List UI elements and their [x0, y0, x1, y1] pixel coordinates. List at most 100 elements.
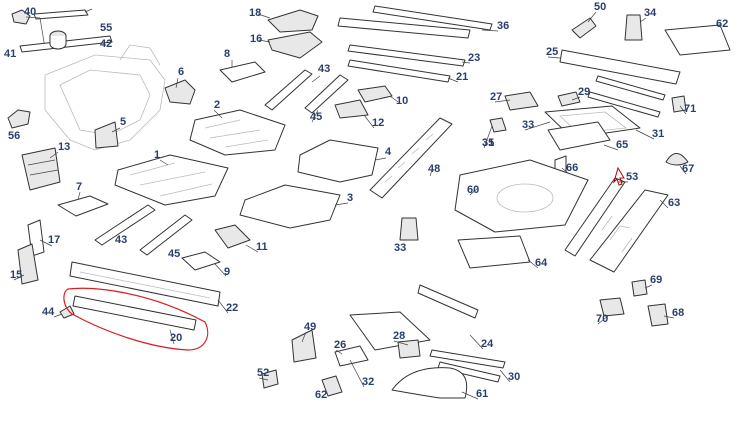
- callout-label: 3: [347, 192, 353, 204]
- part-52-clip[interactable]: [261, 369, 279, 389]
- callout-label: 44: [42, 306, 55, 318]
- part-10-bracket[interactable]: [357, 85, 393, 103]
- part-20-highlight: [63, 287, 209, 351]
- part-34-bumper[interactable]: [399, 14, 643, 241]
- callout-label: 17: [48, 234, 60, 246]
- callout-label: 25: [546, 46, 558, 58]
- callout-label: 9: [224, 266, 230, 278]
- callout-label: 10: [396, 95, 408, 107]
- part-40-bracket[interactable]: [11, 8, 93, 49]
- part-25-rail[interactable]: [559, 49, 681, 85]
- part-70-bracket[interactable]: [599, 297, 625, 317]
- callout-label: 64: [535, 257, 548, 269]
- part-24-rail[interactable]: [417, 284, 479, 319]
- callout-label: 42: [100, 38, 112, 50]
- callout-label: 67: [682, 163, 694, 175]
- part-29-bracket[interactable]: [557, 91, 581, 107]
- leader-lines: [13, 11, 687, 400]
- part-60-spare-well[interactable]: [454, 159, 589, 233]
- part-63-rear-panel[interactable]: [589, 189, 669, 273]
- callout-label: 20: [170, 332, 182, 344]
- part-48-crossmember[interactable]: [369, 117, 453, 199]
- part-7-plate[interactable]: [57, 195, 109, 217]
- part-6-panel[interactable]: [164, 79, 196, 105]
- callout-label: 41: [4, 48, 16, 60]
- callout-label: 12: [372, 117, 384, 129]
- callout-label: 33: [394, 242, 406, 254]
- part-67-cap[interactable]: [665, 153, 689, 166]
- callout-label: 48: [428, 163, 440, 175]
- callout-label: 68: [672, 307, 684, 319]
- callout-label: 29: [578, 86, 590, 98]
- part-11-bracket[interactable]: [214, 224, 251, 249]
- part-23-rail[interactable]: [347, 44, 466, 67]
- callout-label: 63: [668, 197, 680, 209]
- part-16-panel[interactable]: [267, 31, 323, 59]
- callout-label: 36: [497, 20, 509, 32]
- callout-label: 21: [456, 71, 468, 83]
- callout-label: 6: [178, 66, 184, 78]
- callout-label: 13: [58, 141, 70, 153]
- part-71-bracket[interactable]: [671, 95, 687, 113]
- part-49-panel[interactable]: [291, 329, 317, 363]
- part-64-tray[interactable]: [457, 235, 531, 269]
- callout-label: 11: [256, 241, 268, 253]
- part-12-bracket[interactable]: [334, 99, 369, 119]
- part-20-rail[interactable]: [72, 295, 197, 331]
- part-9-bracket[interactable]: [181, 251, 221, 271]
- part-13-panel[interactable]: [21, 147, 61, 191]
- callout-label: 1: [154, 149, 160, 161]
- callout-label: 40: [24, 6, 36, 18]
- part-30-rail[interactable]: [429, 349, 506, 383]
- ghost-body-outline: [44, 44, 166, 151]
- part-18-panel[interactable]: [267, 9, 319, 33]
- callout-label: 43: [115, 234, 127, 246]
- callout-label: 31: [482, 137, 494, 149]
- part-rear-rails[interactable]: [587, 75, 666, 118]
- callout-label: 45: [310, 111, 322, 123]
- callout-label: 34: [644, 7, 657, 19]
- part-56-bracket[interactable]: [7, 109, 31, 129]
- part-8-plate[interactable]: [219, 61, 266, 83]
- callout-label: 5: [120, 116, 126, 128]
- part-4-floor-panel[interactable]: [297, 139, 379, 183]
- callout-label: 2: [214, 99, 220, 111]
- part-61-panel[interactable]: [391, 367, 468, 399]
- part-69-bracket[interactable]: [631, 279, 648, 297]
- part-22-rail[interactable]: [69, 261, 221, 307]
- callout-label: 16: [250, 33, 262, 45]
- part-62-panel[interactable]: [664, 24, 731, 56]
- callout-label: 45: [168, 248, 180, 260]
- callout-label: 8: [224, 48, 230, 60]
- part-21-rail[interactable]: [347, 59, 451, 83]
- callout-label: 66: [566, 162, 578, 174]
- callout-label: 55: [100, 22, 112, 34]
- part-68-bracket[interactable]: [647, 303, 669, 327]
- part-28-bracket[interactable]: [397, 339, 421, 359]
- part-50-bracket[interactable]: [571, 17, 597, 39]
- callout-label: 31: [652, 128, 664, 140]
- part-32-bracket[interactable]: [334, 345, 369, 367]
- callout-label: 27: [490, 91, 502, 103]
- part-2-floor-panel[interactable]: [189, 109, 286, 156]
- part-5-panel[interactable]: [94, 121, 119, 149]
- part-35-clip[interactable]: [321, 117, 507, 397]
- part-15-pillar[interactable]: [17, 243, 39, 285]
- callout-label: 30: [508, 371, 520, 383]
- callout-label: 15: [10, 269, 22, 281]
- part-65-tub[interactable]: [547, 121, 611, 151]
- part-1-floor-panel[interactable]: [114, 154, 229, 206]
- callout-labels: 40 55 42 41 56 18 16 8 6 5 13 7 2 1 43 4…: [4, 1, 728, 401]
- part-45-sill[interactable]: [139, 74, 349, 256]
- part-27-bracket[interactable]: [504, 91, 539, 111]
- part-55-cap[interactable]: [49, 30, 67, 50]
- part-3-floor-panel[interactable]: [239, 184, 341, 229]
- callout-label: 4: [385, 146, 392, 158]
- part-36-rail[interactable]: [337, 5, 493, 39]
- part-43-sill[interactable]: [94, 69, 313, 246]
- callout-label: 32: [362, 376, 374, 388]
- callout-label: 71: [684, 103, 696, 115]
- callout-label: 22: [226, 302, 238, 314]
- callout-label: 7: [76, 181, 82, 193]
